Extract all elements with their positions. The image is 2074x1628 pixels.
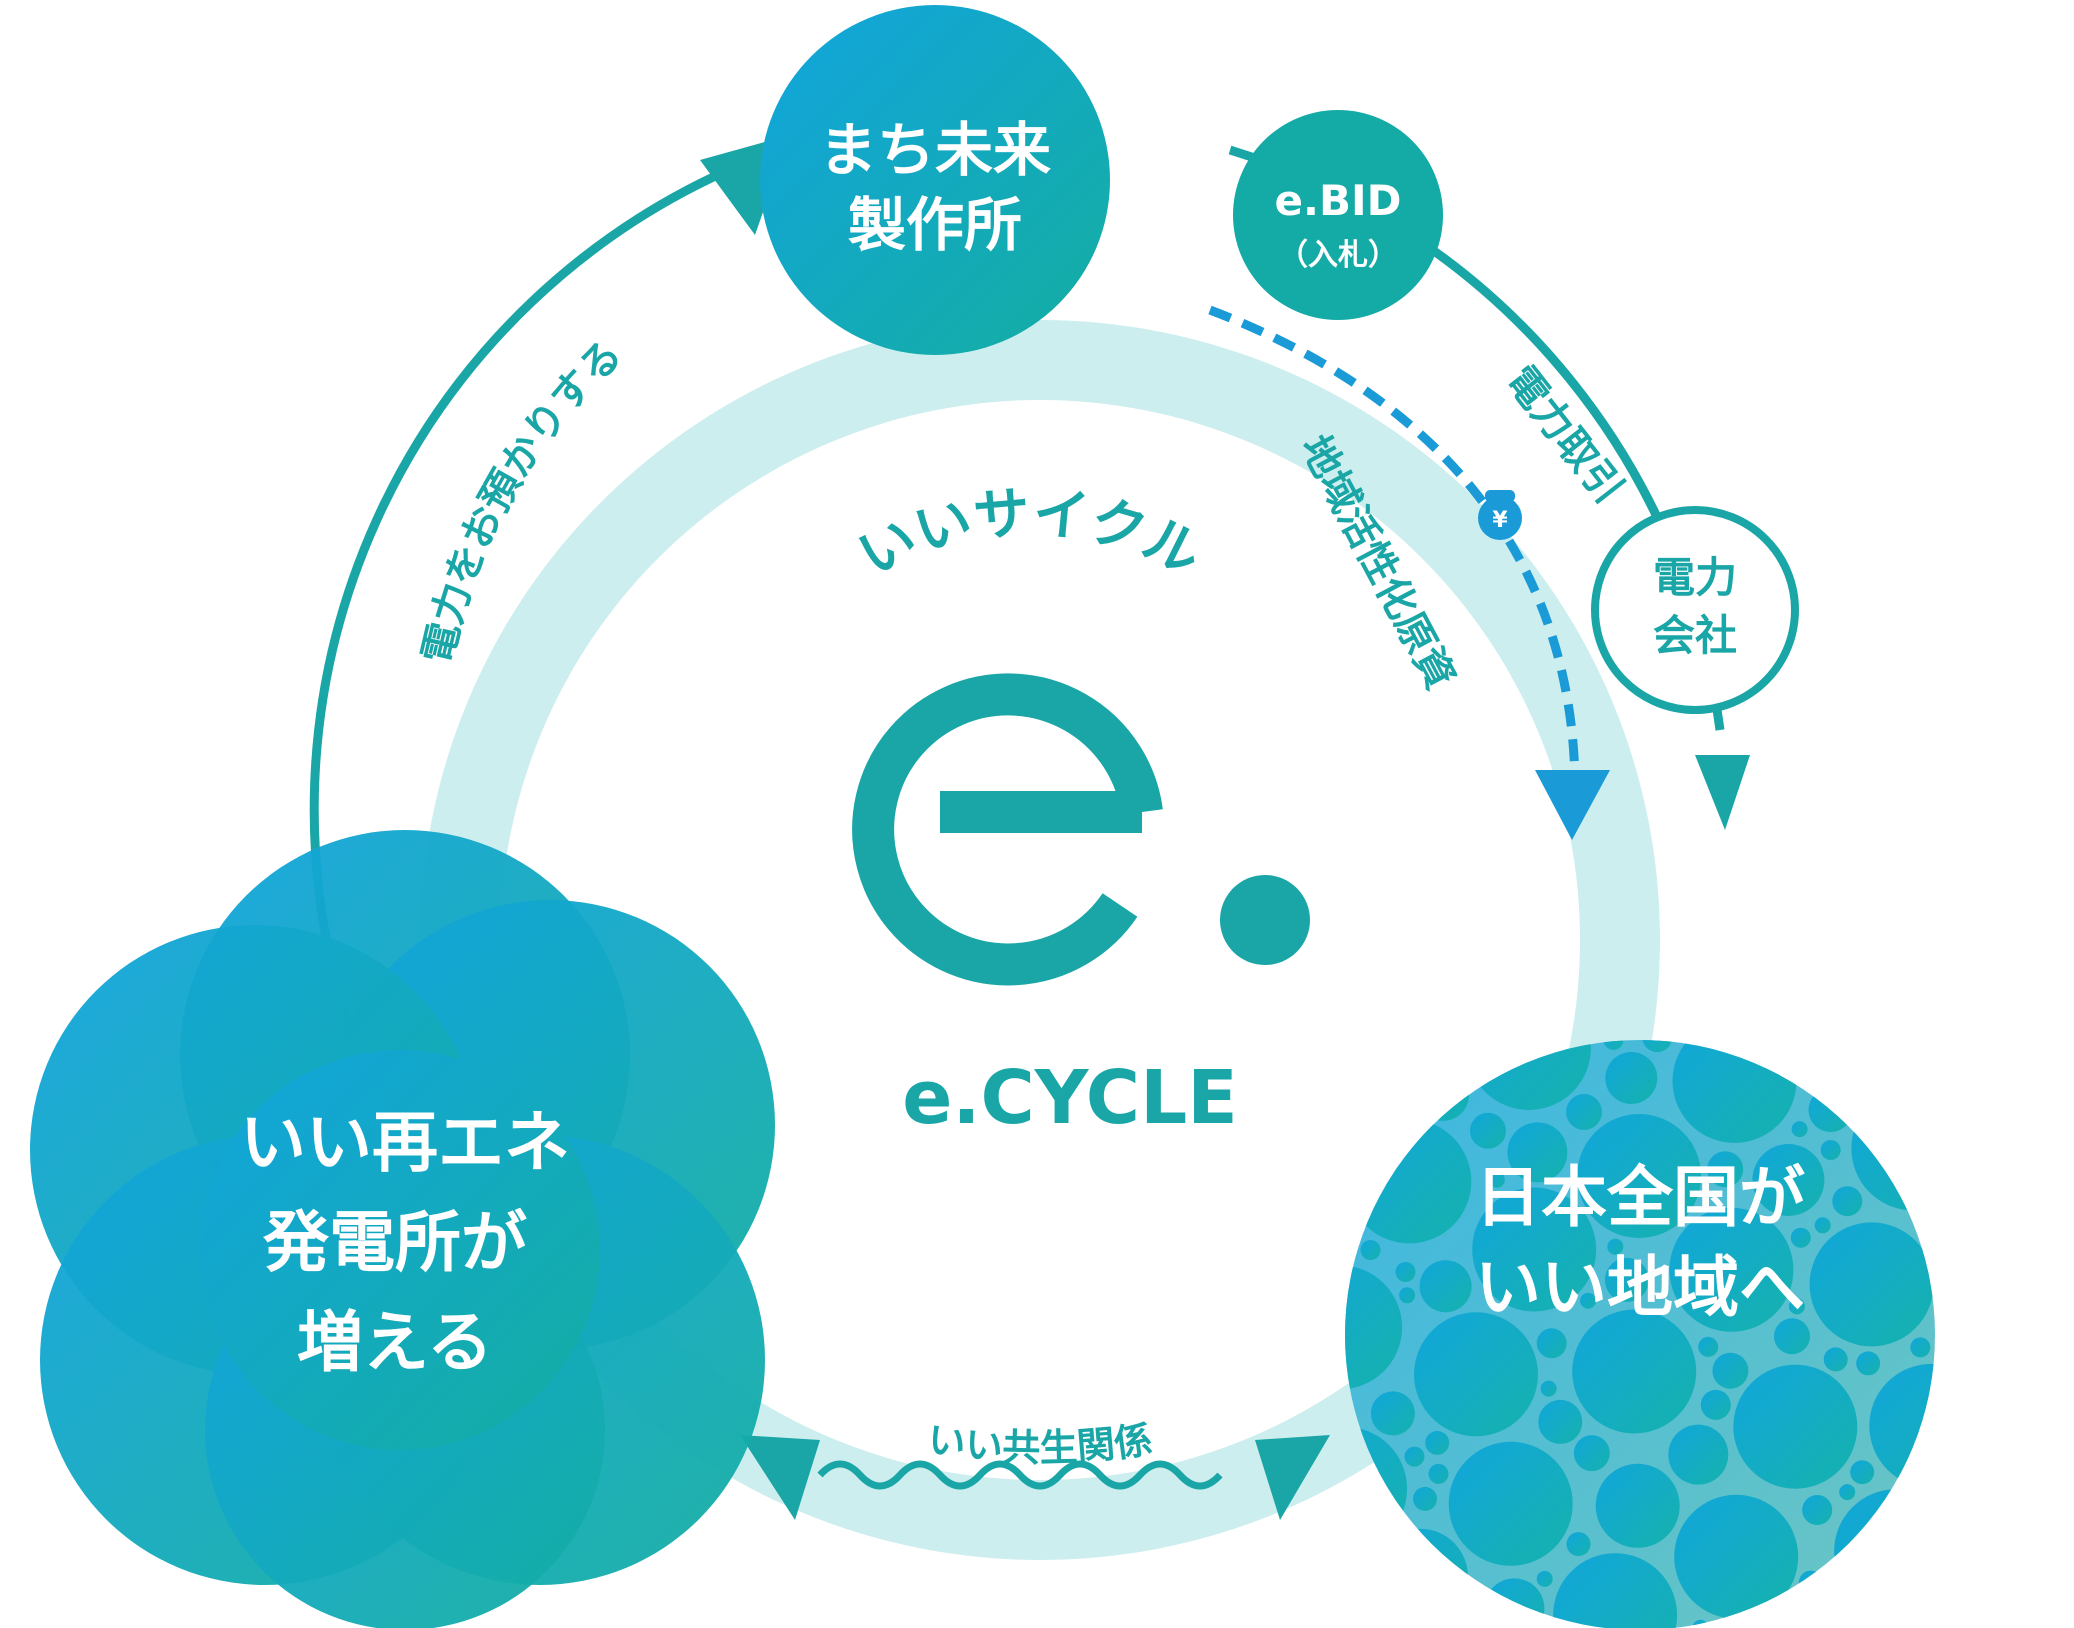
bubble-dot [1808,1088,1853,1132]
bubble-dot [1809,1222,1934,1347]
bubble-dot [1752,1144,1825,1216]
bubble-dot [1573,1435,1610,1472]
ebid-line1: e.BID [1275,176,1402,225]
arrowhead-to-renewables [740,1435,820,1520]
bubble-dot [1566,1094,1602,1130]
bubble-dot [1536,1328,1567,1359]
machi-node [760,5,1110,355]
bubble-dot [1404,1446,1425,1467]
bubble-dot [1448,1441,1573,1566]
bubble-dot [1700,1389,1731,1420]
renewables-line1: いい再エネ [240,1104,570,1181]
machi-line1: まち未来 [819,116,1051,184]
bubble-dot [1669,1207,1794,1332]
bubble-dot [1419,1260,1472,1313]
power-company-node [1591,506,1799,714]
power-company-line2: 会社 [1653,611,1737,660]
power-company-line1: 電力 [1653,553,1737,602]
ebid-line2: （入札） [1278,238,1398,273]
bubble-dot [1428,1463,1449,1484]
bubble-dot [1603,1040,1624,1050]
bubble-dot [1707,1151,1744,1188]
bubble-dot [1425,1430,1450,1455]
machi-line2: 製作所 [848,191,1022,259]
bubble-dot [1798,1570,1823,1595]
renewables-line2: 発電所が [263,1204,527,1281]
bubble-dot [1790,1227,1811,1248]
bubble-dot [1605,1052,1658,1104]
bubble-dot [1414,1312,1538,1437]
bubble-dot [1399,1287,1416,1304]
bubble-dot [1733,1364,1858,1489]
bubble-dot [1698,1336,1719,1357]
regional-flow-dashed [1208,305,1580,781]
renewables-node [30,830,775,1628]
arrowhead-to-japan-bottom [1255,1435,1330,1520]
bubble-dot [1832,1186,1863,1217]
bubble-dot [1788,1298,1805,1315]
symbiosis-wave [817,1460,1223,1490]
bubble-dot [1507,1122,1568,1183]
bubble-dot [1566,1532,1591,1557]
yen-bag-icon: ¥ [1478,490,1522,540]
bubble-dot [1814,1217,1831,1234]
renewables-line3: 増える [297,1304,493,1381]
bubble-dot [1712,1352,1749,1389]
arrowhead-to-japan-teal [1695,755,1750,830]
bubble-dot [1839,1484,1856,1501]
bubble-dot [1774,1318,1810,1355]
bubble-dot [1642,1040,1673,1053]
bubble-dot [1345,1265,1403,1390]
brand-text: e.CYCLE [902,1055,1238,1141]
bubble-dot [1413,1486,1437,1511]
bubble-dot [1674,1494,1799,1619]
bubble-dot [1820,1140,1841,1160]
bubble-dot [1672,1040,1797,1143]
bubble-dot [1472,1187,1597,1312]
bubble-dot [1668,1424,1729,1485]
bubble-dot [1850,1460,1875,1485]
bubble-dot [1470,1112,1506,1149]
bubble-dot [1823,1347,1848,1372]
bubble-dot [1607,1238,1624,1255]
bubble-dot [1577,1114,1702,1238]
japan-line1: 日本全国が [1475,1159,1805,1236]
bubble-dot [1572,1309,1697,1434]
bubble-dot [1791,1121,1808,1138]
e-dot-logo-icon [852,673,1310,986]
bubble-dot [1851,1086,1935,1211]
bubble-dot [1372,1528,1468,1625]
yen-symbol: ¥ [1492,508,1508,533]
japan-line2: いい地域へ [1475,1249,1805,1326]
bubble-dot [1580,1292,1597,1309]
bubble-dot [1910,1337,1931,1358]
bubble-dot [1856,1351,1881,1376]
bubble-dot [1595,1463,1680,1548]
bubble-dot [1604,1257,1649,1302]
bubble-dot [1540,1380,1557,1397]
bubble-dot [1370,1391,1415,1436]
ebid-node [1233,110,1443,320]
bubble-dot [1488,1171,1505,1188]
bubble-dot [1869,1363,1935,1488]
arrowhead-to-japan-blue [1535,770,1610,840]
bubble-dot [1802,1495,1833,1525]
bubble-dot [1538,1399,1583,1444]
bubble-dot [1536,1570,1553,1587]
bubble-dot [1834,1489,1935,1614]
bubble-dot [1360,1240,1381,1260]
bubble-dot [1553,1553,1678,1628]
bubble-dot [1395,1262,1416,1282]
